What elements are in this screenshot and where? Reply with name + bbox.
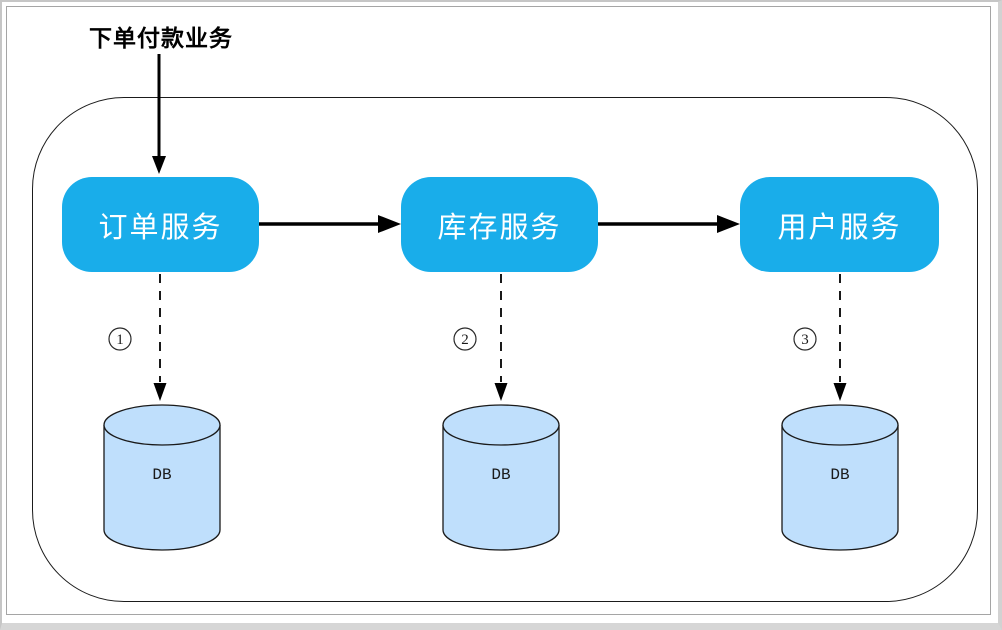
business-title: 下单付款业务 xyxy=(89,26,233,51)
service-node-user: 用户服务 xyxy=(740,177,939,272)
service-label: 订单服务 xyxy=(98,211,223,244)
service-label: 用户服务 xyxy=(777,211,902,244)
service-label: 库存服务 xyxy=(437,211,562,244)
service-node-order: 订单服务 xyxy=(62,177,259,272)
transaction-boundary xyxy=(32,97,978,602)
service-node-inventory: 库存服务 xyxy=(401,177,598,272)
